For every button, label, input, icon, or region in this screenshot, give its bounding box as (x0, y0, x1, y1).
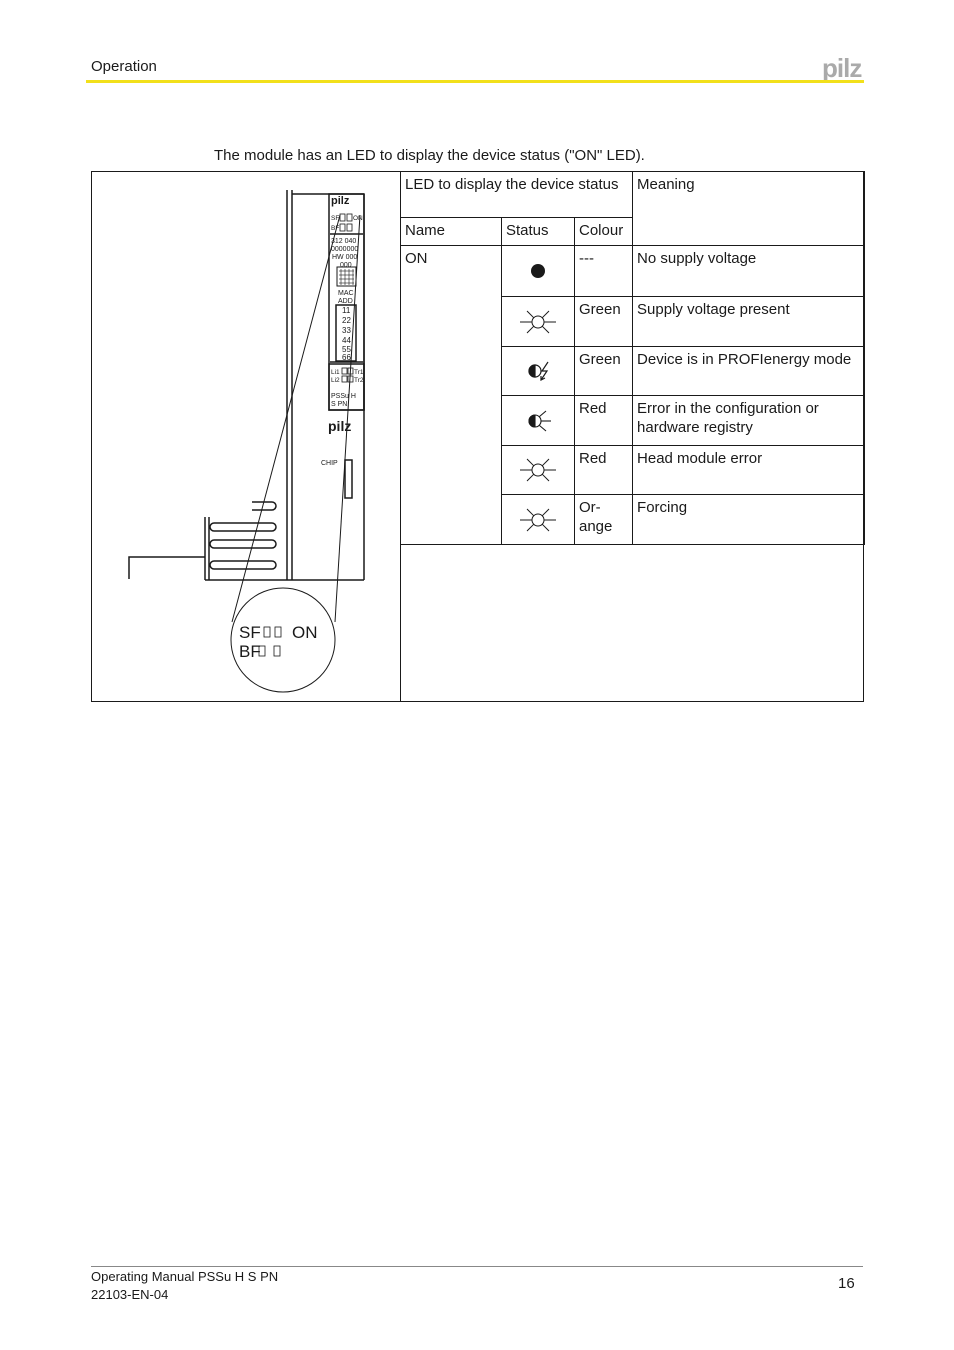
svg-text:pilz: pilz (822, 54, 862, 82)
svg-text:44: 44 (342, 336, 351, 345)
colour-cell: Red (573, 395, 634, 446)
colour-cell: Red (573, 445, 634, 495)
led-on-icon (520, 310, 556, 333)
led-on-icon (520, 458, 556, 482)
svg-text:PSSu H: PSSu H (331, 393, 356, 400)
svg-text:SF: SF (239, 623, 261, 642)
svg-text:pilz: pilz (328, 418, 351, 434)
meaning-cell: Error in the configuration or hardware r… (632, 395, 866, 446)
led-on-icon (520, 508, 556, 531)
header-status: Status (501, 217, 575, 246)
svg-text:55: 55 (342, 345, 351, 354)
led-off-icon (531, 264, 545, 278)
colour-cell: Green (573, 346, 634, 396)
meaning-cell: Device is in PROFIenergy mode (632, 346, 866, 396)
footer-rule (91, 1266, 863, 1267)
svg-text:Tr1: Tr1 (354, 369, 364, 376)
svg-text:0000000: 0000000 (331, 246, 358, 253)
svg-text:33: 33 (342, 326, 351, 335)
page-number: 16 (838, 1275, 855, 1292)
meaning-cell: Head module error (632, 445, 866, 495)
module-figure: pilz SF ON BF 312 040 0000000 HW 000 000… (128, 190, 365, 693)
colour-cell: Green (573, 296, 634, 347)
status-cell (501, 245, 575, 297)
status-cell (501, 445, 575, 495)
svg-text:BF: BF (239, 642, 261, 661)
svg-text:66: 66 (342, 353, 351, 362)
meaning-cell: No supply voltage (632, 245, 866, 297)
colour-cell: --- (573, 245, 634, 297)
svg-text:HW 000: HW 000 (332, 254, 357, 261)
status-cell (501, 395, 575, 446)
section-title: Operation (91, 58, 157, 75)
svg-text:CHIP: CHIP (321, 460, 338, 467)
footer-doc-number: 22103-EN-04 (91, 1287, 169, 1302)
svg-text:ADD: ADD (338, 298, 353, 305)
svg-text:SF: SF (331, 215, 339, 222)
svg-text:11: 11 (342, 306, 351, 315)
header-rule (86, 80, 864, 83)
meaning-cell: Supply voltage present (632, 296, 866, 347)
svg-text:ON: ON (292, 623, 318, 642)
colour-cell: Or­ange (573, 494, 634, 545)
header-colour: Colour (573, 217, 634, 246)
led-flashing-icon (528, 410, 551, 431)
pilz-logo: pilz (822, 54, 863, 82)
header-name: Name (400, 217, 502, 246)
svg-text:Li2: Li2 (331, 377, 340, 384)
led-name-cell: ON (400, 245, 502, 545)
footer-manual-title: Operating Manual PSSu H S PN (91, 1269, 279, 1284)
svg-text:MAC: MAC (338, 290, 354, 297)
svg-text:S PN: S PN (331, 401, 347, 408)
led-flashing-icon (528, 361, 549, 381)
svg-text:312 040: 312 040 (331, 238, 356, 245)
status-cell (501, 296, 575, 347)
svg-text:000: 000 (340, 262, 352, 269)
status-cell (501, 346, 575, 396)
meaning-cell: Forcing (632, 494, 866, 545)
svg-text:ON: ON (353, 215, 363, 222)
led-status-table: LED to display the device sta­tus Meanin… (399, 171, 866, 545)
header-led-group: LED to display the device sta­tus (399, 171, 634, 218)
svg-text:22: 22 (342, 316, 351, 325)
svg-text:pilz: pilz (331, 195, 350, 207)
svg-text:BF: BF (331, 225, 339, 232)
svg-text:Li1: Li1 (331, 369, 340, 376)
header-meaning: Meaning (632, 171, 866, 246)
intro-paragraph: The module has an LED to display the dev… (214, 147, 645, 164)
status-cell (501, 494, 575, 545)
svg-text:Tr2: Tr2 (354, 377, 364, 384)
